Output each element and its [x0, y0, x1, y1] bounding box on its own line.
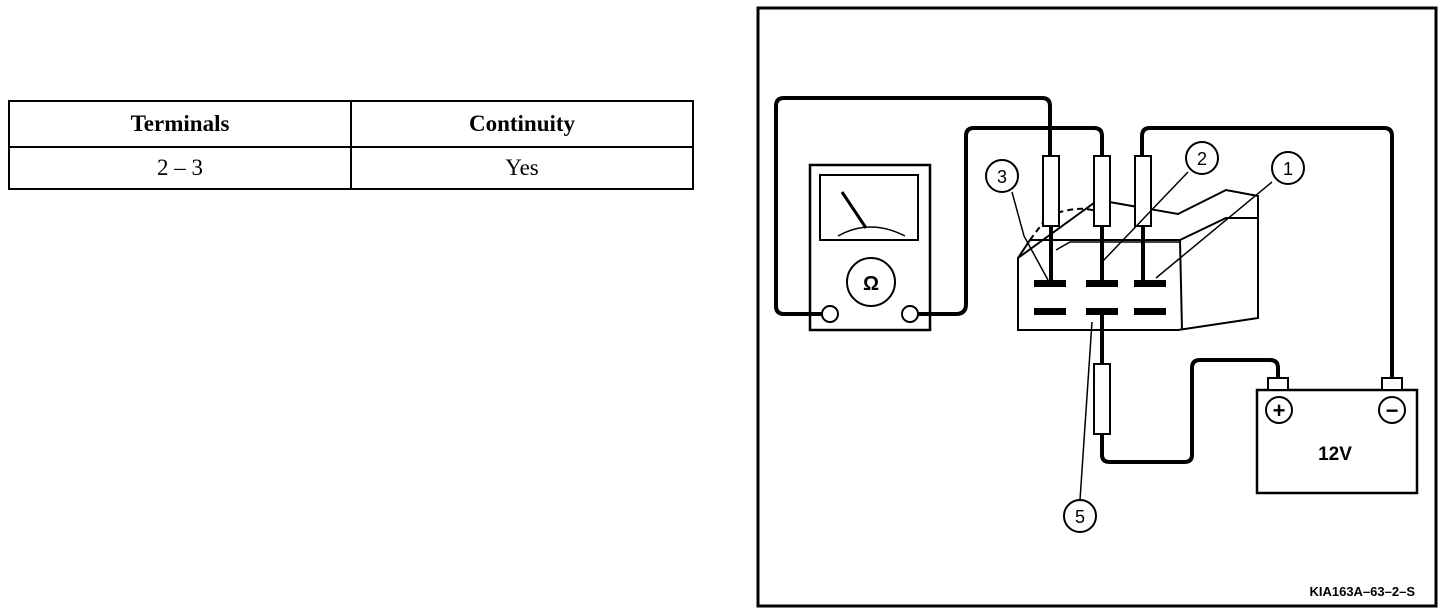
table-row: 2 – 3 Yes — [8, 146, 694, 190]
callout-1-label: 1 — [1283, 159, 1293, 179]
callout-3: 3 — [985, 159, 1019, 193]
probe-terminal-1 — [1134, 155, 1152, 282]
callout-2: 2 — [1185, 141, 1219, 175]
pin-6 — [1034, 308, 1066, 315]
callout-5: 5 — [1063, 499, 1097, 533]
header-continuity: Continuity — [350, 100, 694, 148]
pin-3 — [1034, 280, 1066, 287]
callout-5-label: 5 — [1075, 507, 1085, 527]
probe-terminal-3 — [1042, 155, 1060, 282]
ohmmeter: Ω — [808, 163, 932, 332]
table-header-row: Terminals Continuity — [8, 100, 694, 148]
pin-2 — [1086, 280, 1118, 287]
callout-3-label: 3 — [997, 167, 1007, 187]
probe-terminal-2 — [1093, 155, 1111, 282]
battery-plus-sign: + — [1273, 398, 1286, 423]
battery-positive-post — [1267, 377, 1289, 391]
battery: + − 12V — [1255, 377, 1419, 495]
meter-symbol: Ω — [863, 273, 879, 295]
meter-terminal-left — [821, 305, 839, 323]
diagram-frame — [756, 6, 1438, 608]
battery-minus-sign: − — [1386, 398, 1399, 423]
meter-needle — [840, 191, 868, 229]
callout-2-label: 2 — [1197, 149, 1207, 169]
pin-5 — [1086, 308, 1118, 315]
continuity-table: Terminals Continuity 2 – 3 Yes — [8, 100, 694, 190]
battery-negative-post — [1381, 377, 1403, 391]
battery-voltage: 12V — [1318, 444, 1352, 465]
connector-block — [1017, 188, 1259, 331]
callout-leaders — [1011, 171, 1273, 501]
pin-1 — [1134, 280, 1166, 287]
cell-continuity: Yes — [350, 146, 694, 190]
header-terminals: Terminals — [8, 100, 352, 148]
cell-terminals: 2 – 3 — [8, 146, 352, 190]
figure-code: KIA163A–63–2–S — [1309, 584, 1415, 599]
meter-terminal-right — [901, 305, 919, 323]
callout-1: 1 — [1271, 151, 1305, 185]
wires — [774, 96, 1394, 464]
pin-4 — [1134, 308, 1166, 315]
probe-terminal-5 — [1093, 315, 1111, 435]
